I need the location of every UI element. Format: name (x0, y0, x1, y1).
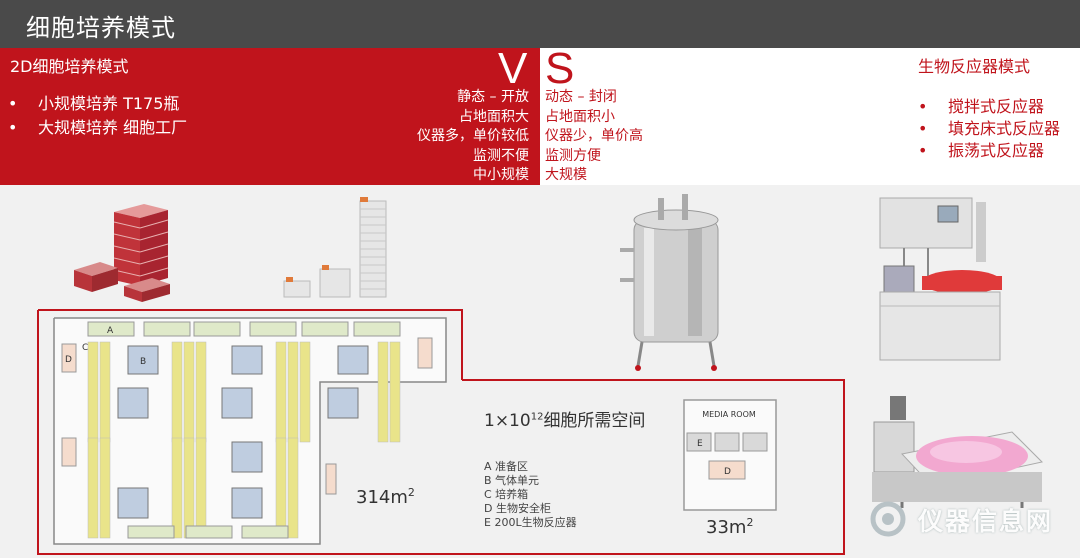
list-item: •振荡式反应器 (918, 141, 1045, 160)
list-item: •搅拌式反应器 (918, 97, 1045, 116)
vs-letter-s: S (545, 44, 575, 93)
dynamic-features: 动态 – 封闭 占地面积小 仪器少，单价高 监测方便 大规模 (545, 88, 643, 186)
feature-line: 占地面积小 (545, 108, 615, 125)
title-bar: 细胞培养模式 (0, 0, 1080, 48)
floor-plan-314: A D C B (37, 309, 464, 555)
cell-factory-image (74, 204, 170, 302)
2d-culture-panel (0, 48, 540, 185)
legend-item: D 生物安全柜 (484, 502, 551, 515)
list-item: •小规模培养 T175瓶 (8, 94, 180, 113)
floor-plan-legend: A 准备区 B 气体单元 C 培养箱 D 生物安全柜 E 200L生物反应器 (484, 460, 577, 530)
packed-bed-reactor-image (879, 197, 1002, 361)
feature-line: 仪器多，单价较低 (417, 128, 529, 144)
area-33: 33m2 (706, 516, 754, 538)
zone-label-a: A (107, 326, 114, 336)
legend-item: B 气体单元 (484, 474, 540, 487)
stirred-tank-image (620, 194, 719, 371)
vs-letter-v: V (498, 44, 528, 93)
media-zone-label-d: D (724, 467, 731, 477)
bioreactor-list: •搅拌式反应器 •填充床式反应器 •振荡式反应器 (918, 96, 1060, 162)
rocking-bioreactor-image (872, 396, 1044, 508)
floor-plan-border-extension (464, 379, 845, 555)
zone-label-d: D (65, 355, 72, 365)
2d-culture-list: •小规模培养 T175瓶 •大规模培养 细胞工厂 (8, 92, 187, 140)
list-item: •大规模培养 细胞工厂 (8, 118, 188, 137)
watermark-text: 仪器信息网 (918, 507, 1054, 536)
list-item: •填充床式反应器 (918, 119, 1061, 138)
feature-line: 监测不便 (473, 147, 529, 164)
bioreactor-heading: 生物反应器模式 (918, 57, 1031, 76)
feature-line: 监测方便 (545, 147, 601, 164)
feature-line: 仪器少，单价高 (545, 128, 643, 144)
watermark-logo-icon (870, 501, 906, 537)
legend-item: E 200L生物反应器 (484, 516, 577, 529)
bioreactor-panel (540, 48, 1080, 185)
legend-item: C 培养箱 (484, 488, 529, 501)
feature-line: 静态 – 开放 (457, 89, 529, 105)
2d-culture-heading: 2D细胞培养模式 (10, 57, 129, 76)
flask-stack-image (283, 197, 387, 298)
zone-label-b: B (140, 357, 146, 367)
zone-label-e: E (697, 439, 703, 449)
feature-line: 大规模 (545, 167, 587, 183)
feature-line: 动态 – 封闭 (545, 89, 617, 105)
legend-item: A 准备区 (484, 460, 529, 473)
zone-label-c: C (82, 343, 88, 353)
feature-line: 中小规模 (473, 167, 529, 183)
area-314: 314m2 (356, 486, 415, 508)
page-title: 细胞培养模式 (26, 14, 176, 42)
media-room-label: MEDIA ROOM (702, 410, 756, 419)
feature-line: 占地面积大 (459, 108, 529, 125)
static-features: 静态 – 开放 占地面积大 仪器多，单价较低 监测不便 中小规模 (417, 88, 529, 186)
media-room-plan: MEDIA ROOM E D (683, 399, 777, 511)
space-requirement-title: 1×1012细胞所需空间 (484, 411, 646, 431)
